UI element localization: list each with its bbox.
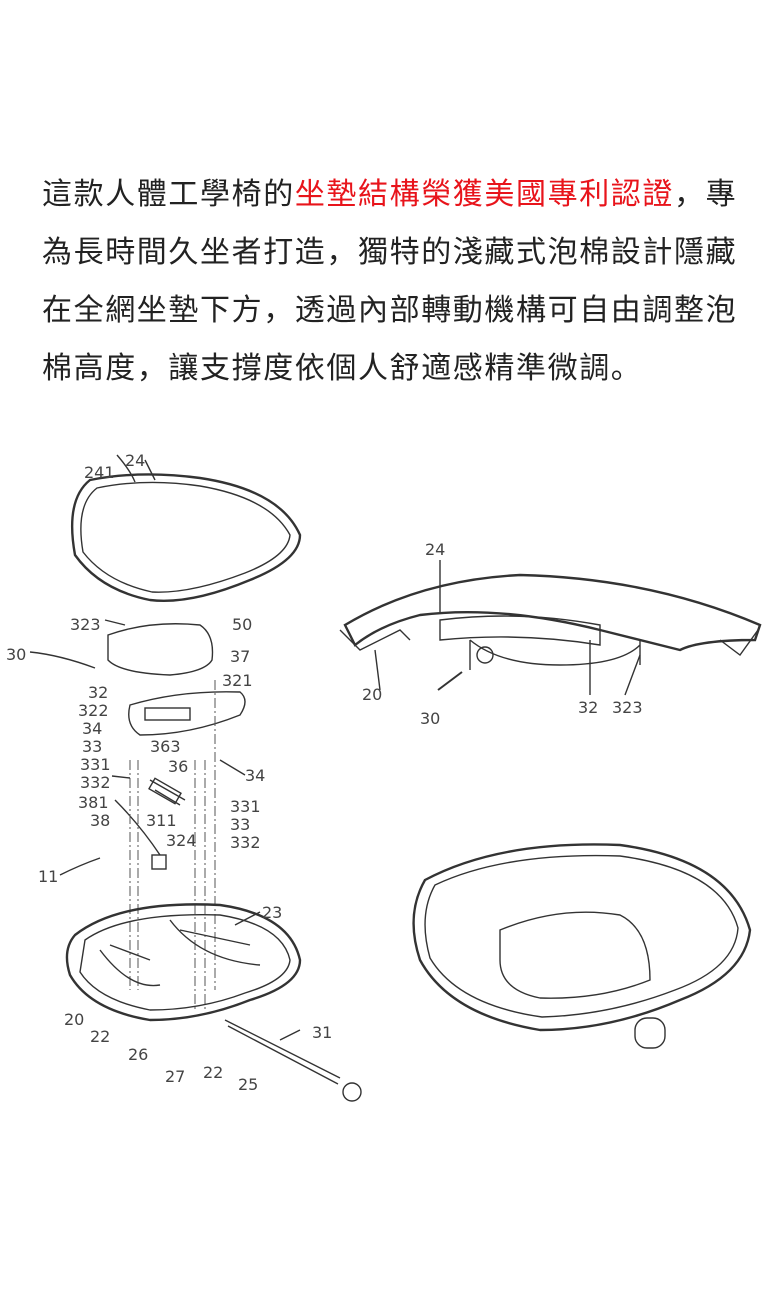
label-332-right: 332 [230, 833, 261, 852]
label-33-right: 33 [230, 815, 250, 834]
label-27: 27 [165, 1067, 185, 1086]
adjust-knob [634, 1017, 666, 1049]
section-view-labels: 24 20 30 32 323 [362, 540, 643, 728]
label-32: 32 [88, 683, 108, 702]
label-11: 11 [38, 867, 58, 886]
knob [342, 1082, 362, 1102]
assembled-foam [499, 911, 651, 999]
assembled-seat-diagram [412, 843, 752, 1049]
product-description: 這款人體工學椅的坐墊結構榮獲美國專利認證，專為長時間久坐者打造，獨特的淺藏式泡棉… [42, 166, 746, 398]
label-323: 323 [70, 615, 101, 634]
label-363: 363 [150, 737, 181, 756]
label-22-bottom: 22 [203, 1063, 223, 1082]
description-text-rest: ，專為長時間久坐者打造，獨特的淺藏式泡棉設計隱藏在全網坐墊下方，透過內部轉動機構… [42, 177, 738, 386]
label-331-right: 331 [230, 797, 261, 816]
label-33: 33 [82, 737, 102, 756]
label-22: 22 [90, 1027, 110, 1046]
label-20-section: 20 [362, 685, 382, 704]
knob-rod [224, 1019, 341, 1085]
label-331: 331 [80, 755, 111, 774]
seat-frame [65, 903, 302, 1022]
label-31: 31 [312, 1023, 332, 1042]
label-25: 25 [238, 1075, 258, 1094]
label-37: 37 [230, 647, 250, 666]
label-324: 324 [166, 831, 197, 850]
lever [114, 799, 161, 856]
label-23: 23 [262, 903, 282, 922]
label-30-section: 30 [420, 709, 440, 728]
exploded-view-diagram: 241 24 323 50 30 37 321 32 322 34 33 331… [6, 451, 362, 1102]
foam-plate [128, 691, 246, 736]
label-38: 38 [90, 811, 110, 830]
label-322: 322 [78, 701, 109, 720]
exploded-view-labels: 241 24 323 50 30 37 321 32 322 34 33 331… [6, 451, 332, 1094]
label-24-section: 24 [425, 540, 445, 559]
label-332: 332 [80, 773, 111, 792]
label-50: 50 [232, 615, 252, 634]
patent-highlight: 坐墊結構榮獲美國專利認證 [294, 177, 675, 212]
label-311: 311 [146, 811, 177, 830]
label-30: 30 [6, 645, 26, 664]
foam-pad [107, 623, 214, 676]
label-36: 36 [168, 757, 188, 776]
section-foam [439, 615, 601, 646]
label-24: 24 [125, 451, 145, 470]
label-32-section: 32 [578, 698, 598, 717]
label-241: 241 [84, 463, 115, 482]
label-323-section: 323 [612, 698, 643, 717]
label-34-right: 34 [245, 766, 265, 785]
label-321: 321 [222, 671, 253, 690]
mesh-seat-cover [70, 473, 302, 603]
label-34: 34 [82, 719, 102, 738]
description-text: 這款人體工學椅的 [42, 177, 295, 212]
label-26: 26 [128, 1045, 148, 1064]
label-381: 381 [78, 793, 109, 812]
section-view-diagram: 24 20 30 32 323 [339, 540, 762, 728]
label-20: 20 [64, 1010, 84, 1029]
